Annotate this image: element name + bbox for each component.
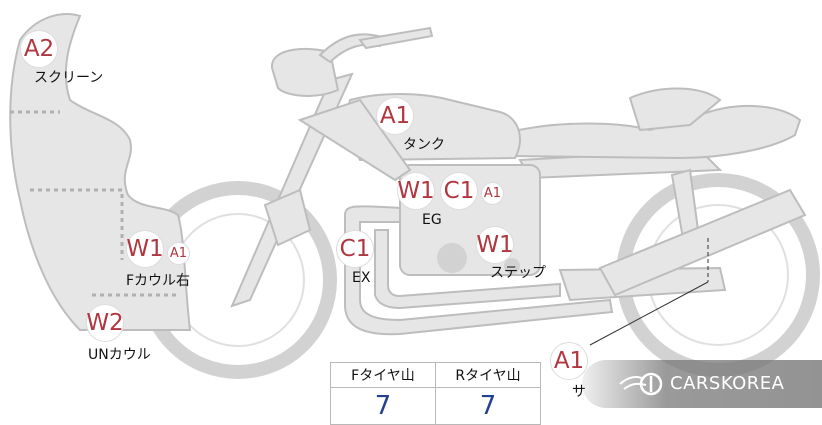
damage-badge-engine-c: C1 — [440, 172, 478, 210]
watermark-text: CARSKOREA — [670, 373, 785, 394]
rear-cowl — [509, 105, 802, 160]
damage-badge-screen: A2 — [20, 30, 58, 68]
label-tank: タンク — [403, 137, 445, 153]
carskorea-logo-icon — [619, 372, 663, 396]
damage-badge-engine-a: A1 — [481, 182, 504, 205]
damage-badge-exhaust: C1 — [336, 230, 374, 268]
damage-badge-fcowl-w: W1 — [126, 230, 164, 268]
damage-badge-step: W1 — [476, 226, 514, 264]
label-fcowl: Fカウル右 — [126, 273, 191, 289]
front-tire-value: 7 — [330, 387, 436, 425]
label-under-cowl: UNカウル — [88, 347, 151, 363]
label-screen: スクリーン — [34, 70, 104, 86]
rear-tire-header: Rタイヤ山 — [435, 362, 541, 388]
front-tire-header: Fタイヤ山 — [330, 362, 436, 388]
damage-badge-engine-w: W1 — [397, 172, 435, 210]
damage-badge-under-cowl: W2 — [86, 304, 124, 342]
damage-badge-rear: A1 — [550, 342, 588, 380]
headlight — [270, 48, 340, 97]
muffler — [598, 188, 807, 297]
tire-tread-table: Fタイヤ山 Rタイヤ山 7 7 — [330, 362, 541, 425]
watermark: CARSKOREA — [582, 360, 822, 408]
exhaust-pipe — [344, 205, 614, 336]
damage-badge-tank: A1 — [376, 97, 414, 135]
rear-tire-value: 7 — [435, 387, 541, 425]
label-exhaust: EX — [352, 270, 371, 286]
label-step: ステップ — [490, 265, 546, 281]
label-engine: EG — [422, 212, 442, 228]
damage-badge-fcowl-a: A1 — [167, 242, 190, 265]
